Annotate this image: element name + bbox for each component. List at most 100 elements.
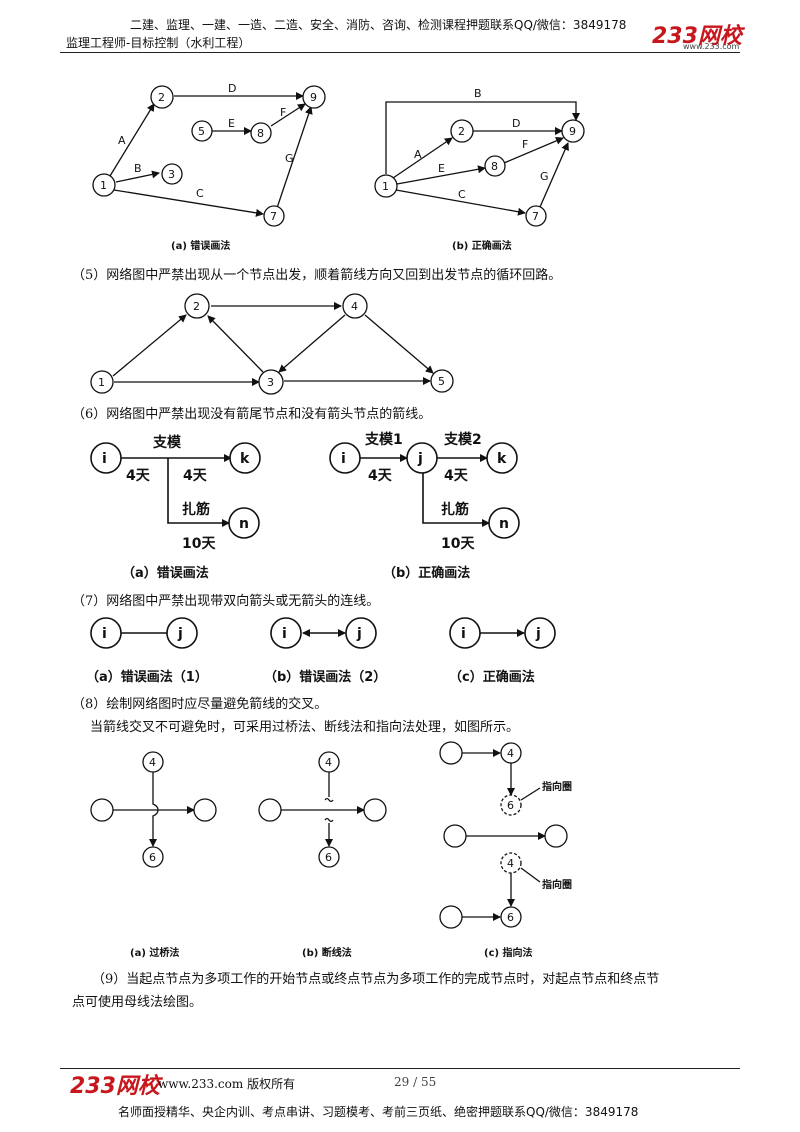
paragraph-9b: 点可使用母线法绘图。 bbox=[72, 995, 203, 1010]
figure5-labels: 4 6 4 6 4 6 4 6 指向圈 指向圈 bbox=[149, 747, 572, 924]
node-j: j bbox=[177, 626, 183, 642]
duration-left: 4天 bbox=[126, 468, 151, 484]
edge-E: E bbox=[228, 117, 235, 130]
node-6: 6 bbox=[507, 911, 514, 924]
figure4-labels: i j i j i j bbox=[102, 626, 541, 642]
node-4: 4 bbox=[149, 756, 156, 769]
figure5-caption-b: (b) 断线法 bbox=[302, 948, 352, 959]
node-6: 6 bbox=[325, 851, 332, 864]
node-4: 4 bbox=[507, 747, 514, 760]
paragraph-6: （6）网络图中严禁出现没有箭尾节点和没有箭头节点的箭线。 bbox=[72, 407, 432, 422]
node-4: 4 bbox=[325, 756, 332, 769]
node-2: 2 bbox=[193, 300, 200, 313]
edge-D: D bbox=[228, 82, 236, 95]
figure2-cycle bbox=[90, 293, 454, 395]
header-promo-line: 二建、监理、一建、一造、二造、安全、消防、咨询、检测课程押题联系QQ/微信：38… bbox=[130, 18, 627, 32]
node-i: i bbox=[341, 451, 346, 467]
node-n: n bbox=[499, 516, 509, 532]
node-8: 8 bbox=[491, 160, 498, 173]
edge-C: C bbox=[458, 188, 466, 201]
figure5-pointer bbox=[439, 741, 568, 929]
edge-D: D bbox=[512, 117, 520, 130]
header-divider bbox=[60, 52, 740, 53]
node-3: 3 bbox=[168, 168, 175, 181]
figure3-wrong bbox=[90, 442, 261, 539]
figure3-caption-b: （b）正确画法 bbox=[383, 566, 471, 581]
node-j: j bbox=[535, 626, 541, 642]
edge-B: B bbox=[474, 87, 482, 100]
edge-F: F bbox=[522, 138, 528, 151]
footer-divider bbox=[60, 1068, 740, 1069]
node-1: 1 bbox=[382, 180, 389, 193]
header-doc-title: 监理工程师-目标控制（水利工程） bbox=[66, 36, 251, 50]
activity-1-label: 支模1 bbox=[364, 431, 403, 448]
figure3-caption-a: （a）错误画法 bbox=[122, 566, 209, 581]
node-7: 7 bbox=[532, 210, 539, 223]
node-j: j bbox=[417, 451, 423, 467]
figure1-right-labels: 1 2 8 7 9 A B C D E F G bbox=[382, 87, 576, 223]
node-8: 8 bbox=[257, 127, 264, 140]
figure4-caption-a: （a）错误画法（1） bbox=[86, 670, 208, 685]
node-j: j bbox=[356, 626, 362, 642]
node-i: i bbox=[102, 451, 107, 467]
brand-logo-url: www.233.com bbox=[683, 42, 740, 51]
edge-F: F bbox=[280, 106, 286, 119]
footer-copyright: www.233.com 版权所有 bbox=[158, 1077, 296, 1091]
node-i: i bbox=[102, 626, 107, 642]
edge-A: A bbox=[414, 148, 422, 161]
figure4-lines bbox=[90, 617, 556, 649]
node-4: 4 bbox=[507, 857, 514, 870]
branch-label: 扎筋 bbox=[441, 501, 469, 518]
node-k: k bbox=[497, 451, 507, 467]
node-5: 5 bbox=[198, 125, 205, 138]
brand-logo: 233网校 bbox=[652, 24, 742, 49]
activity-label: 支模 bbox=[152, 434, 182, 451]
duration-2: 4天 bbox=[444, 468, 469, 484]
figure3-right-labels: i j k n 支模1 支模2 4天 4天 扎筋 10天 bbox=[341, 431, 509, 552]
figure5-bridge bbox=[90, 751, 217, 868]
node-7: 7 bbox=[270, 210, 277, 223]
node-3: 3 bbox=[267, 376, 274, 389]
edge-E: E bbox=[438, 162, 445, 175]
footer-logo: 233网校 bbox=[70, 1074, 160, 1099]
figure1-right bbox=[374, 101, 585, 227]
edge-C: C bbox=[196, 187, 204, 200]
activity-2-label: 支模2 bbox=[443, 431, 482, 448]
figure5-break bbox=[258, 751, 387, 868]
figure3-right bbox=[329, 442, 520, 539]
edge-B: B bbox=[134, 162, 142, 175]
edge-G: G bbox=[540, 170, 549, 183]
node-6: 6 bbox=[149, 851, 156, 864]
node-2: 2 bbox=[458, 125, 465, 138]
edge-G: G bbox=[285, 152, 294, 165]
node-4: 4 bbox=[351, 300, 358, 313]
paragraph-8a: （8）绘制网络图时应尽量避免箭线的交叉。 bbox=[72, 697, 328, 712]
figure1-caption-a: (a) 错误画法 bbox=[171, 241, 231, 252]
pointer-label: 指向圈 bbox=[542, 878, 572, 891]
paragraph-7: （7）网络图中严禁出现带双向箭头或无箭头的连线。 bbox=[72, 594, 380, 609]
branch-duration: 10天 bbox=[441, 536, 475, 552]
footer-promo-line: 名师面授精华、央企内训、考点串讲、习题模考、考前三页纸、绝密押题联系QQ/微信：… bbox=[118, 1105, 639, 1119]
figure1-wrong-labels: 1 2 3 5 7 8 9 A B C D E F G bbox=[100, 82, 317, 223]
node-1: 1 bbox=[98, 376, 105, 389]
paragraph-9a: （9）当起点节点为多项工作的开始节点或终点节点为多项工作的完成节点时，对起点节点… bbox=[92, 972, 660, 987]
node-n: n bbox=[239, 516, 249, 532]
node-6: 6 bbox=[507, 799, 514, 812]
branch-label: 扎筋 bbox=[182, 501, 210, 518]
figure5-caption-c: (c) 指向法 bbox=[484, 948, 533, 959]
node-k: k bbox=[240, 451, 250, 467]
branch-duration: 10天 bbox=[182, 536, 216, 552]
figure4-caption-c: （c）正确画法 bbox=[449, 670, 535, 685]
node-1: 1 bbox=[100, 179, 107, 192]
paragraph-5: （5）网络图中严禁出现从一个节点出发，顺着箭线方向又回到出发节点的循环回路。 bbox=[72, 268, 562, 283]
figure2-labels: 1 2 3 4 5 bbox=[98, 300, 445, 389]
edge-A: A bbox=[118, 134, 126, 147]
figure1-wrong bbox=[92, 85, 326, 227]
figure3-wrong-labels: i k n 支模 4天 4天 扎筋 10天 bbox=[102, 434, 250, 552]
node-i: i bbox=[461, 626, 466, 642]
figure4-caption-b: （b）错误画法（2） bbox=[264, 670, 387, 685]
figure1-caption-b: (b) 正确画法 bbox=[452, 241, 512, 252]
node-i: i bbox=[282, 626, 287, 642]
duration-1: 4天 bbox=[368, 468, 393, 484]
